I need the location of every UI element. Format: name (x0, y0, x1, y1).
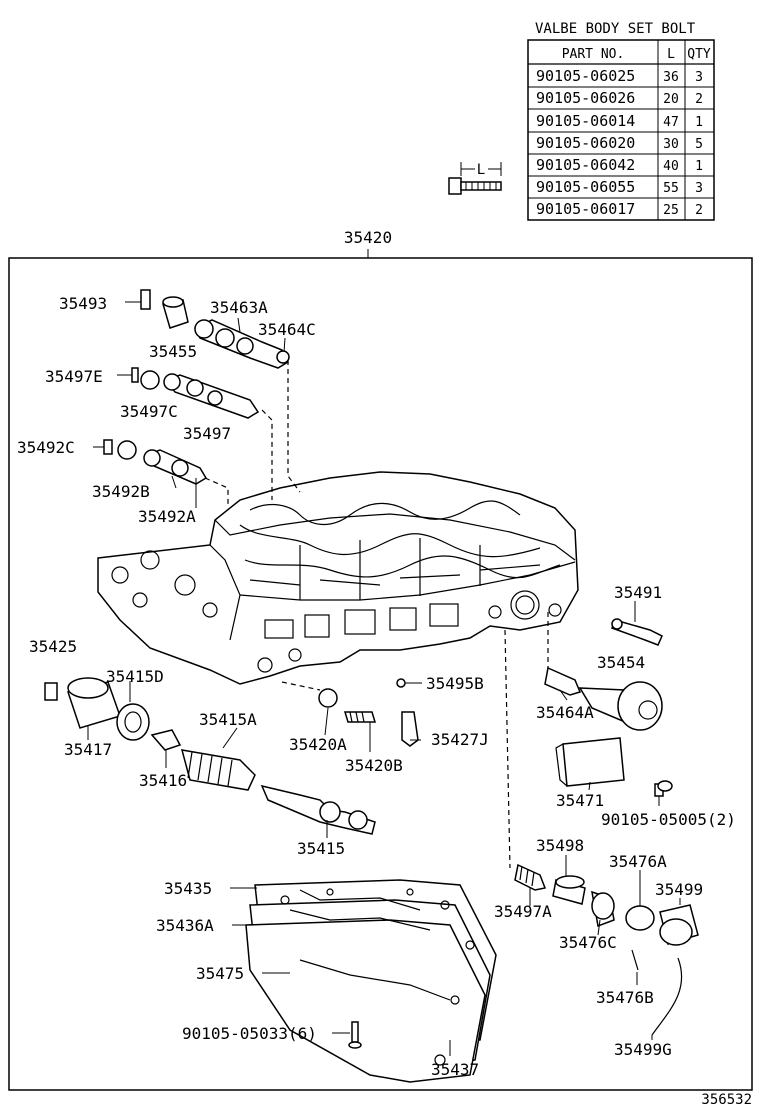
bolt-table: VALBE BODY SET BOLT PART NO. L QTY 90105… (527, 21, 715, 221)
label-35425: 35425 (29, 637, 77, 656)
bolt-qty: 2 (695, 203, 703, 218)
bolt-length: 36 (663, 70, 679, 85)
label-35476a: 35476A (609, 852, 667, 871)
bolt-qty: 5 (695, 137, 703, 152)
valve-group-upper-left (103, 289, 290, 485)
label-35415a: 35415A (199, 710, 257, 729)
figure-code: 356532 (701, 1092, 752, 1108)
valve-group-lower-middle (44, 677, 419, 835)
label-35497c: 35497C (120, 402, 178, 421)
bolt-qty: 3 (695, 70, 703, 85)
label-35464c: 35464C (258, 320, 316, 339)
table-row: 90105-06017 25 2 (536, 200, 703, 218)
label-35437: 35437 (431, 1060, 479, 1079)
label-35464a: 35464A (536, 703, 594, 722)
table-row: 90105-06014 47 1 (536, 112, 703, 130)
label-35416: 35416 (139, 771, 187, 790)
label-35471: 35471 (556, 791, 604, 810)
bolt-length: 40 (663, 159, 679, 174)
label-35417: 35417 (64, 740, 112, 759)
bolt-length: 55 (663, 181, 679, 196)
bolt-length-icon: L (448, 162, 502, 195)
label-35476c: 35476C (559, 933, 617, 952)
label-90105-05033: 90105-05033(6) (182, 1024, 317, 1043)
valve-group-right (544, 618, 673, 797)
label-35499: 35499 (655, 880, 703, 899)
label-35427j: 35427J (431, 730, 489, 749)
bolt-part-no: 90105-06042 (536, 156, 635, 174)
label-35454: 35454 (597, 653, 645, 672)
label-35497e: 35497E (45, 367, 103, 386)
bolt-part-no: 90105-06014 (536, 112, 635, 130)
bolt-length: 20 (663, 92, 679, 107)
table-row: 90105-06020 30 5 (536, 134, 703, 152)
bolt-length: 30 (663, 137, 679, 152)
table-row: 90105-06026 20 2 (536, 89, 703, 107)
label-35493: 35493 (59, 294, 107, 313)
table-row: 90105-06042 40 1 (536, 156, 703, 174)
bolt-part-no: 90105-06026 (536, 89, 635, 107)
assembly-frame (8, 257, 753, 1091)
label-35497a: 35497A (494, 902, 552, 921)
bolt-part-no: 90105-06020 (536, 134, 635, 152)
label-35497: 35497 (183, 424, 231, 443)
label-35415d: 35415D (106, 667, 164, 686)
label-35492a: 35492A (138, 507, 196, 526)
bolt-qty: 3 (695, 181, 703, 196)
assembly-part-number: 35420 (344, 228, 392, 247)
label-35492c: 35492C (17, 438, 75, 457)
bolt-qty: 1 (695, 159, 703, 174)
label-35495b: 35495B (426, 674, 484, 693)
part-labels: 35493 35455 35463A 35464C 35497E 35497C … (17, 294, 752, 1108)
table-row: 90105-06025 36 3 (536, 67, 703, 85)
valve-group-lower-right (514, 863, 699, 1036)
bolt-table-header-qty: QTY (687, 47, 711, 62)
leader-lines (87, 301, 681, 1056)
bolt-part-no: 90105-06017 (536, 200, 635, 218)
assembly-dashed-lines (204, 360, 549, 869)
bolt-qty: 2 (695, 92, 703, 107)
label-35463a: 35463A (210, 298, 268, 317)
label-35415: 35415 (297, 839, 345, 858)
label-35498: 35498 (536, 836, 584, 855)
part-35493-shape (140, 289, 151, 310)
upper-valve-body (97, 471, 579, 685)
bolt-table-title: VALBE BODY SET BOLT (535, 21, 696, 37)
label-35435: 35435 (164, 879, 212, 898)
label-35492b: 35492B (92, 482, 150, 501)
bolt-table-header-l: L (667, 47, 675, 62)
label-35420a: 35420A (289, 735, 347, 754)
bolt-qty: 1 (695, 115, 703, 130)
label-35455: 35455 (149, 342, 197, 361)
label-35475: 35475 (196, 964, 244, 983)
label-35420b: 35420B (345, 756, 403, 775)
separator-plates (245, 879, 497, 1083)
bolt-length-label: L (477, 162, 485, 178)
bolt-table-header-part-no: PART NO. (562, 47, 625, 62)
bolt-length: 25 (663, 203, 679, 218)
label-90105-05005: 90105-05005(2) (601, 810, 736, 829)
table-row: 90105-06055 55 3 (536, 178, 703, 196)
bolt-length: 47 (663, 115, 679, 130)
label-35499g: 35499G (614, 1040, 672, 1059)
bolt-part-no: 90105-06055 (536, 178, 635, 196)
bolt-table-frame (527, 39, 715, 221)
label-35491: 35491 (614, 583, 662, 602)
label-35436a: 35436A (156, 916, 214, 935)
label-35476b: 35476B (596, 988, 654, 1007)
bolt-part-no: 90105-06025 (536, 67, 635, 85)
